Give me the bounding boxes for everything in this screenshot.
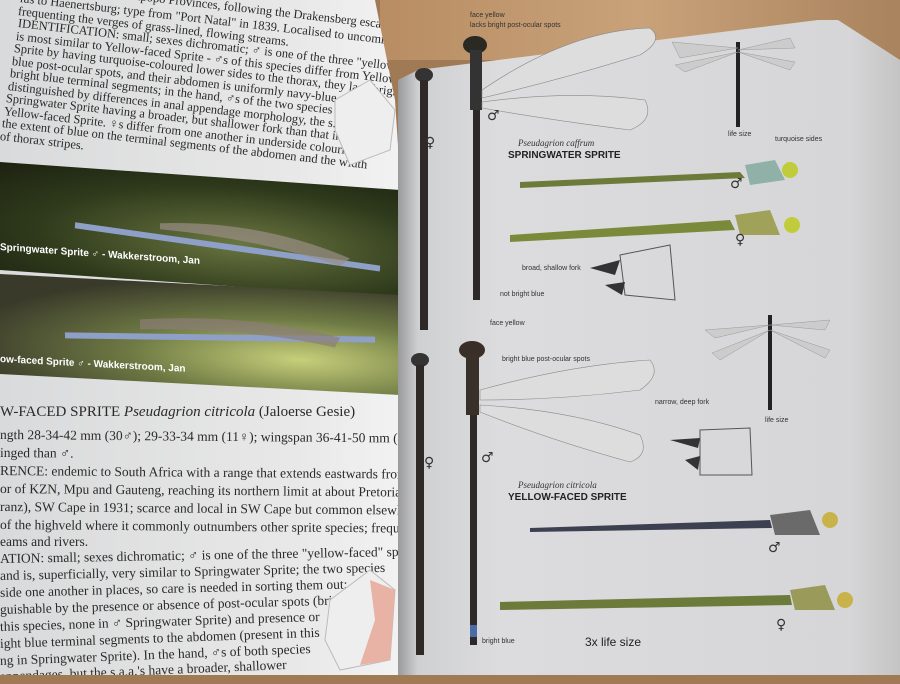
afrikaans-name: (Jaloerse Gesie)	[258, 404, 356, 420]
common-name: YELLOW-FACED SPRITE	[508, 492, 627, 503]
distribution-map	[324, 569, 396, 671]
yellowfaced-female-dorsal	[411, 353, 429, 655]
distribution-map	[334, 79, 396, 166]
label-post-ocular-spots: lacks bright post-ocular spots	[470, 22, 561, 29]
male-symbol: ♂	[730, 176, 743, 192]
yellowfaced-life-size	[704, 315, 831, 410]
male-symbol: ♂	[481, 450, 494, 466]
springwater-female-dorsal	[415, 68, 433, 330]
male-symbol: ♂	[487, 108, 500, 124]
male-symbol: ♂	[768, 540, 781, 556]
text-line: inged than ♂.	[0, 445, 74, 461]
yellowfaced-female-lateral	[500, 585, 853, 610]
label-turquoise-sides: turquoise sides	[775, 136, 823, 143]
common-name: SPRINGWATER SPRITE	[508, 150, 621, 161]
yellowfaced-male-lateral	[530, 510, 838, 535]
left-book-page: Limpopo Provinces, following the Drakens…	[0, 0, 410, 675]
label-not-bright-blue: not bright blue	[500, 291, 545, 298]
damselfly-photo-image	[74, 222, 381, 272]
label-life-size: life size	[728, 131, 752, 138]
plate-illustrations	[411, 27, 853, 655]
label-face-yellow: face yellow	[490, 320, 525, 327]
female-symbol: ♀	[424, 455, 435, 471]
label-bright-blue: bright blue	[482, 638, 515, 645]
damselfly-photo-image	[64, 318, 376, 348]
label-broad-shallow-fork: broad, shallow fork	[522, 265, 581, 272]
female-symbol: ♀	[735, 232, 746, 248]
label-narrow-deep-fork: narrow, deep fork	[655, 399, 710, 406]
springwater-female-lateral	[510, 210, 800, 242]
common-name: W-FACED SPRITE	[0, 404, 121, 420]
springwater-life-size	[671, 37, 796, 127]
scientific-name: Pseudagrion caffrum	[518, 138, 595, 148]
yellowfaced-male-dorsal	[459, 341, 655, 645]
text-line: eams and rivers.	[0, 534, 89, 549]
scale-note: 3x life size	[585, 635, 642, 649]
scientific-name: Pseudagrion citricola	[123, 404, 256, 420]
photo-springwater-sprite: Springwater Sprite ♂ - Wakkerstroom, Jan	[0, 162, 400, 298]
springwater-appendage-drawing	[590, 244, 676, 301]
label-face-yellow: face yellow	[470, 12, 505, 19]
label-post-ocular-spots: bright blue post-ocular spots	[502, 356, 590, 363]
species-heading: W-FACED SPRITE Pseudagrion citricola (Ja…	[0, 404, 355, 420]
female-symbol: ♀	[425, 135, 436, 151]
springwater-male-dorsal	[463, 27, 656, 300]
photo-yellow-faced-sprite: ow-faced Sprite ♂ - Wakkerstroom, Jan	[0, 274, 400, 395]
label-life-size: life size	[765, 417, 789, 424]
female-symbol: ♀	[776, 617, 787, 633]
yellowfaced-appendage-drawing	[670, 427, 753, 476]
scientific-name: Pseudagrion citricola	[518, 480, 597, 490]
springwater-male-lateral	[520, 160, 798, 188]
